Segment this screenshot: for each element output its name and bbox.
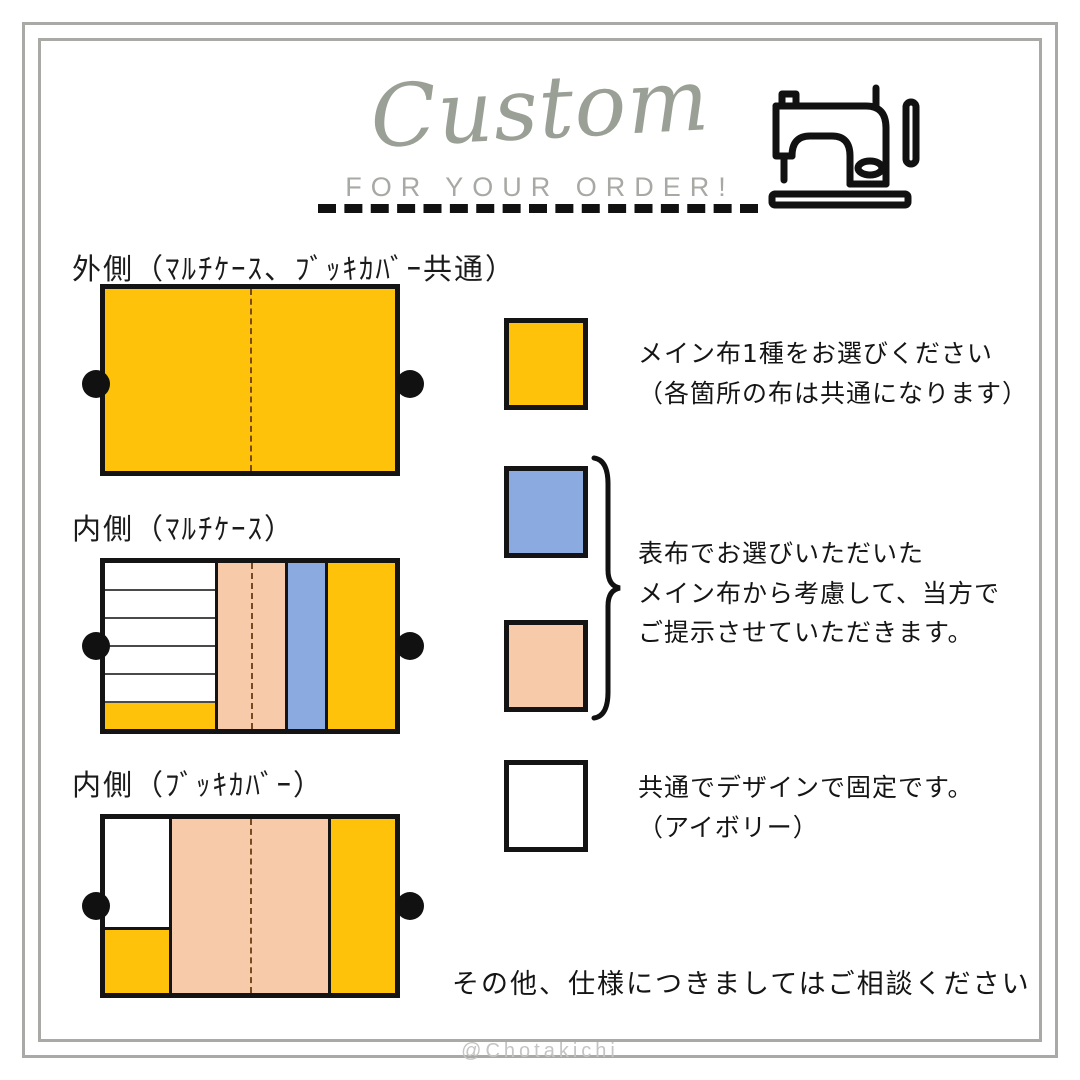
connector-knob-left — [82, 370, 110, 398]
curly-brace-icon — [588, 454, 622, 722]
panel-accent-peach — [215, 563, 285, 729]
connector-knob-right — [396, 370, 424, 398]
flap-upper-white — [105, 819, 169, 931]
center-fold-line — [250, 819, 253, 993]
card-slot — [105, 647, 216, 675]
connector-knob-left — [82, 632, 110, 660]
card-slot — [105, 675, 216, 703]
note-main-fabric: メイン布1種をお選びください （各箇所の布は共通になります） — [638, 339, 1029, 408]
center-fold-line — [251, 563, 254, 729]
panel-card-slots — [105, 563, 216, 729]
swatch-main-fabric[interactable] — [504, 318, 588, 410]
panel-main-fabric — [328, 819, 395, 993]
swatch-accent-blue[interactable] — [504, 466, 588, 558]
note-footer: その他、仕様につきましてはご相談ください — [452, 969, 1031, 1000]
card-slot-main-fabric — [105, 703, 216, 729]
decorative-frame-inner — [38, 38, 1042, 1042]
panel-main-fabric — [105, 289, 395, 471]
diagram-book-cover-inner — [100, 814, 400, 998]
note-ivory-fabric: 共通でデザインで固定です。 （アイボリー） — [638, 773, 974, 842]
section-heading-outer: 外側（ﾏﾙﾁｹｰｽ、ﾌﾞｯｷｶﾊﾞｰ共通） — [72, 252, 517, 286]
panel-accent-blue — [284, 563, 326, 729]
card-slot — [105, 591, 216, 619]
connector-knob-right — [396, 632, 424, 660]
panel-accent-peach — [168, 819, 329, 993]
diagram-outer-case — [100, 284, 400, 476]
diagram-multi-case-inner — [100, 558, 400, 734]
swatch-accent-peach[interactable] — [504, 620, 588, 712]
panel-book-flap — [105, 819, 169, 993]
connector-knob-right — [396, 892, 424, 920]
card-slot — [105, 563, 216, 591]
watermark-handle: @Chotakichi — [461, 1040, 619, 1062]
panel-main-fabric — [325, 563, 395, 729]
swatch-ivory-fabric[interactable] — [504, 760, 588, 852]
decorative-frame-outer — [22, 22, 1058, 1058]
note-accent-fabric: 表布でお選びいただいた メイン布から考慮して、当方で ご提示させていただきます。 — [638, 539, 1001, 647]
page-subtitle: FOR YOUR ORDER! — [345, 172, 735, 202]
card-slot — [105, 619, 216, 647]
dashed-divider-icon — [318, 204, 758, 213]
sewing-machine-icon — [758, 84, 928, 210]
section-heading-multi-case: 内側（ﾏﾙﾁｹｰｽ） — [72, 512, 296, 546]
flap-lower-main-fabric — [105, 930, 169, 993]
section-heading-book-cover: 内側（ﾌﾞｯｷｶﾊﾞｰ） — [72, 768, 325, 802]
connector-knob-left — [82, 892, 110, 920]
center-fold-line — [250, 289, 252, 471]
